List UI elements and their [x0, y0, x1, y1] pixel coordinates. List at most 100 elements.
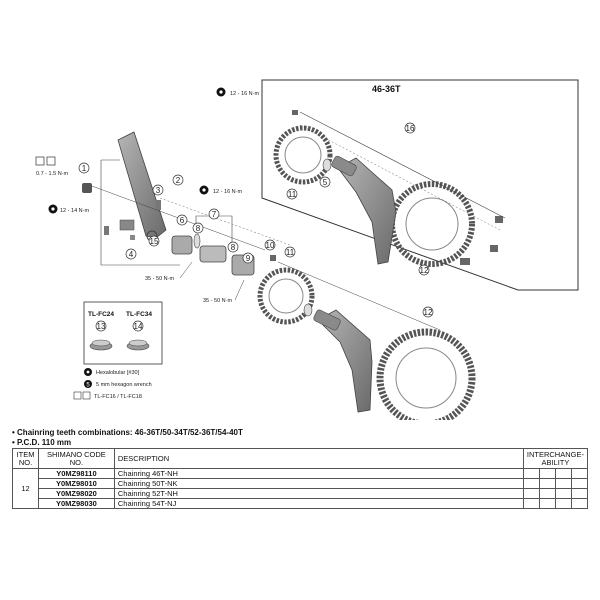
- torque-label-top: 12 - 16 N·m: [230, 91, 259, 97]
- callout-3: 3: [152, 184, 164, 196]
- description-cell: Chainring 54T-NJ: [113, 498, 524, 509]
- svg-text:13: 13: [97, 322, 106, 331]
- hexagon-wrench-icon: 5: [84, 380, 92, 389]
- svg-text:4: 4: [129, 250, 134, 259]
- svg-text:11: 11: [286, 248, 295, 257]
- interchange-cell: [570, 478, 589, 489]
- svg-text:14: 14: [134, 322, 143, 331]
- interchange-cell: [554, 478, 572, 489]
- header-item-no: ITEM NO.: [12, 448, 39, 469]
- callout-12-inset: 12: [418, 264, 430, 276]
- tool-tl-fc34: TL-FC34: [126, 311, 152, 318]
- table-row: Y0MZ98030 Chainring 54T-NJ: [13, 498, 589, 509]
- interchange-cell: [538, 478, 556, 489]
- code-cell: Y0MZ98030: [37, 498, 115, 509]
- crank-bolt: [82, 183, 92, 193]
- interchange-cell: [570, 498, 589, 509]
- svg-text:3: 3: [156, 186, 161, 195]
- table-row: 12 Y0MZ98110 Chainring 46T-NH: [12, 468, 589, 509]
- svg-text:12: 12: [420, 266, 429, 275]
- inset-box-title: 46-36T: [372, 84, 401, 94]
- item-number: 12: [12, 468, 39, 509]
- table-header: ITEM NO. SHIMANO CODE NO. DESCRIPTION IN…: [12, 448, 589, 469]
- table-row: Y0MZ98020 Chainring 52T-NH: [13, 488, 589, 499]
- chainring-small-inset: [273, 125, 333, 185]
- torque-label-left-bolt: 12 - 14 N·m: [60, 208, 89, 214]
- interchange-cell: [522, 468, 540, 479]
- svg-text:1: 1: [82, 164, 87, 173]
- tool-icon-small: [35, 156, 45, 166]
- tool-icon-small-2: [46, 156, 56, 166]
- chainring-large-inset: [389, 181, 475, 267]
- callout-5: 5: [319, 176, 331, 188]
- torque-icon-left: [48, 204, 58, 214]
- code-cell: Y0MZ98020: [37, 488, 115, 499]
- callout-13: 13: [95, 320, 107, 332]
- description-cell: Chainring 52T-NH: [113, 488, 524, 499]
- svg-text:15: 15: [150, 237, 159, 246]
- callout-11-inset: 11: [286, 188, 298, 200]
- interchange-cell: [538, 498, 556, 509]
- inset-box-46-36t: [261, 79, 579, 291]
- svg-text:11: 11: [288, 190, 297, 199]
- legend-tl-tools: TL-FC16 / TL-FC18: [94, 394, 142, 400]
- interchange-cell: [554, 498, 572, 509]
- svg-text:8: 8: [196, 224, 201, 233]
- table-row: Y0MZ98010 Chainring 50T-NK: [13, 478, 589, 489]
- torque-label-lower2: 35 - 50 N·m: [203, 298, 232, 304]
- tl-tool-icon-a: [73, 391, 82, 400]
- crank-arm-right: [317, 309, 373, 413]
- hexalobular-icon: [84, 368, 92, 376]
- interchange-cell: [554, 468, 572, 479]
- callout-4: 4: [125, 248, 137, 260]
- description-cell: Chainring 46T-NH: [113, 468, 524, 479]
- callout-14: 14: [132, 320, 144, 332]
- crank-arm-inset: [337, 157, 397, 265]
- chainring-small: [257, 267, 315, 325]
- legend-hexagon-wrench: 5 mm hexagon wrench: [96, 382, 152, 388]
- callout-15: 15: [148, 235, 160, 247]
- exploded-parts-diagram: 46-36T 12 - 16 N·m 12 - 16 N·m: [35, 79, 579, 420]
- tool-box: [83, 301, 163, 365]
- callout-10: 10: [264, 239, 276, 251]
- bb-sleeve: [199, 245, 227, 263]
- interchange-cell: [570, 488, 589, 499]
- code-cell: Y0MZ98110: [37, 468, 115, 479]
- svg-text:6: 6: [180, 216, 185, 225]
- parts-table: ITEM NO. SHIMANO CODE NO. DESCRIPTION IN…: [12, 448, 589, 509]
- interchange-cell: [538, 488, 556, 499]
- callout-6: 6: [176, 214, 188, 226]
- chainring-large: [376, 328, 476, 420]
- tool-tl-fc24: TL-FC24: [88, 311, 114, 318]
- interchange-cell: [522, 498, 540, 509]
- svg-text:16: 16: [406, 124, 415, 133]
- header-description: DESCRIPTION: [113, 448, 524, 469]
- torque-label-lower1: 35 - 50 N·m: [145, 276, 174, 282]
- svg-text:12: 12: [424, 308, 433, 317]
- callout-16: 16: [404, 122, 416, 134]
- svg-text:7: 7: [212, 210, 217, 219]
- svg-text:5: 5: [86, 383, 90, 389]
- interchange-cell: [570, 468, 589, 479]
- callouts: 1 2 3 4 5 6 7 8 8 9 10 11 11 12 12 13 14…: [78, 122, 434, 332]
- callout-11: 11: [284, 246, 296, 258]
- note-teeth-combinations: • Chainring teeth combinations: 46-36T/5…: [12, 428, 243, 437]
- torque-icon-top: [216, 87, 226, 97]
- callout-12: 12: [422, 306, 434, 318]
- header-interchangeability: INTERCHANGE- ABILITY: [522, 448, 589, 469]
- callout-9: 9: [242, 252, 254, 264]
- code-cell: Y0MZ98010: [37, 478, 115, 489]
- svg-text:9: 9: [246, 254, 251, 263]
- svg-text:10: 10: [266, 241, 275, 250]
- legend-hexalobular: Hexalobular [#30]: [96, 370, 140, 376]
- callout-8: 8: [192, 222, 204, 234]
- callout-2: 2: [172, 174, 184, 186]
- washer: [303, 303, 313, 317]
- callout-1: 1: [78, 162, 90, 174]
- interchange-cell: [554, 488, 572, 499]
- callout-8b: 8: [227, 241, 239, 253]
- svg-text:8: 8: [231, 243, 236, 252]
- description-cell: Chainring 50T-NK: [113, 478, 524, 489]
- tl-tool-icon-b: [82, 391, 91, 400]
- torque-icon-mid: [199, 185, 209, 195]
